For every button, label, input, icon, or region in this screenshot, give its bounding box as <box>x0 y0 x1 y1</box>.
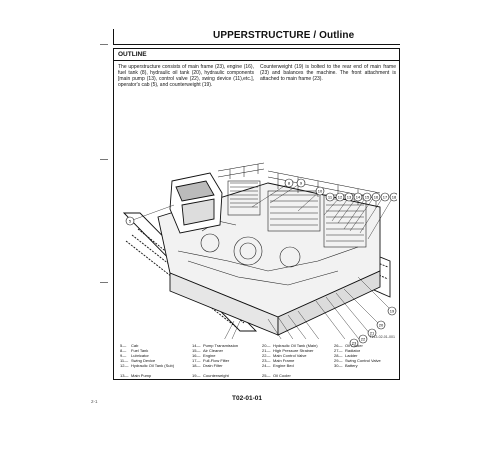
callout-label: 19 <box>390 309 395 314</box>
margin-mark <box>100 44 108 45</box>
callout: 14 <box>353 192 363 202</box>
callout: 18 <box>389 192 397 202</box>
callout-label: 16 <box>374 195 379 200</box>
callout: 21 <box>367 328 377 338</box>
callout-label: 22 <box>361 337 366 342</box>
legend-item: 5—Cab <box>120 343 139 348</box>
callout-label: 8 <box>288 181 291 186</box>
callout-label: 14 <box>356 195 361 200</box>
callout-label: 12 <box>338 195 343 200</box>
callout-label: 5 <box>129 219 132 224</box>
callout-label: 20 <box>379 323 384 328</box>
figure-code: T113-02-01-001 <box>369 335 395 339</box>
callout-label: 21 <box>370 331 375 336</box>
callout-label: 9 <box>300 181 303 186</box>
callout: 23 <box>349 338 359 348</box>
legend-item: 14—Pump Transmission <box>192 343 239 348</box>
legend-item: 13—Main Pump <box>120 373 152 378</box>
legend-item: 26—Oil Cooler <box>334 343 363 348</box>
callout-label: 23 <box>352 341 357 346</box>
parts-legend: 5—Cab 8—Fuel Tank 9—Lubricator 11—Swing … <box>120 343 398 378</box>
legend-item: 18—Drain Filter <box>192 363 223 368</box>
legend-item: 23—Main Frame <box>262 358 295 363</box>
callout-markers: 5 8 9 10 11 12 13 14 15 16 17 18 19 20 2… <box>125 178 397 348</box>
page-header: UPPERSTRUCTURE / Outline <box>113 29 400 45</box>
callout-leaders <box>129 182 394 339</box>
legend-item: 9—Lubricator <box>120 353 149 358</box>
callout: 10 <box>315 186 325 196</box>
margin-mark <box>100 159 108 160</box>
callout: 17 <box>380 192 390 202</box>
page-title: UPPERSTRUCTURE / Outline <box>213 30 355 41</box>
intro-right-paragraph: Counterweight (19) is bolted to the rear… <box>260 64 396 83</box>
legend-item: 17—Full-Flow Filter <box>192 358 230 363</box>
content-frame: OUTLINE The upperstructure consists of m… <box>113 48 400 380</box>
operator-cab <box>169 172 223 234</box>
callout: 11 <box>325 192 335 202</box>
footer-page-code: T02-01-01 <box>232 395 262 402</box>
legend-item: 30—Battery <box>334 363 358 368</box>
callout: 22 <box>358 334 368 344</box>
callout: 13 <box>344 192 354 202</box>
legend-item: 27—Radiator <box>334 348 361 353</box>
callout: 16 <box>371 192 381 202</box>
internal-machinery <box>177 180 367 286</box>
legend-item: 24—Engine Bed <box>262 363 294 368</box>
legend-item: 19—Counterweight <box>192 373 229 378</box>
legend-item: 20—Hydraulic Oil Tank (Main) <box>262 343 318 348</box>
callout: 15 <box>362 192 372 202</box>
header-tick <box>113 29 114 44</box>
section-title: OUTLINE <box>118 51 147 58</box>
legend-item: 29—Swing Control Valve <box>334 358 381 363</box>
callout-label: 11 <box>328 195 333 200</box>
callout-label: 17 <box>383 195 388 200</box>
callout-label: 13 <box>347 195 352 200</box>
callout: 19 <box>387 306 397 316</box>
callout-label: 10 <box>318 189 323 194</box>
legend-item: 8—Fuel Tank <box>120 348 149 353</box>
intro-left-paragraph: The upperstructure consists of main fram… <box>118 64 254 89</box>
legend-item: 28—Ladder <box>334 353 358 358</box>
legend-item: 22—Main Control Valve <box>262 353 307 358</box>
callout: 5 <box>125 216 135 226</box>
legend-item: 25—Oil Cooler <box>262 373 291 378</box>
callout: 9 <box>296 178 306 188</box>
callout: 12 <box>335 192 345 202</box>
callout: 8 <box>284 178 294 188</box>
callout-label: 15 <box>365 195 370 200</box>
legend-item: 15—Air Cleaner <box>192 348 224 353</box>
callout-label: 18 <box>392 195 397 200</box>
section-divider <box>114 60 399 61</box>
legend-item: 12—Hydraulic Oil Tank (Sub) <box>120 363 175 368</box>
margin-mark <box>100 282 108 283</box>
callout: 20 <box>376 320 386 330</box>
legend-item: 11—Swing Device <box>120 358 156 363</box>
upperstructure-drawing <box>122 162 394 339</box>
legend-item: 16—Engine <box>192 353 216 358</box>
legend-item: 21—High Pressure Strainer <box>262 348 314 353</box>
footer-section-number: 2-1 <box>91 399 98 404</box>
